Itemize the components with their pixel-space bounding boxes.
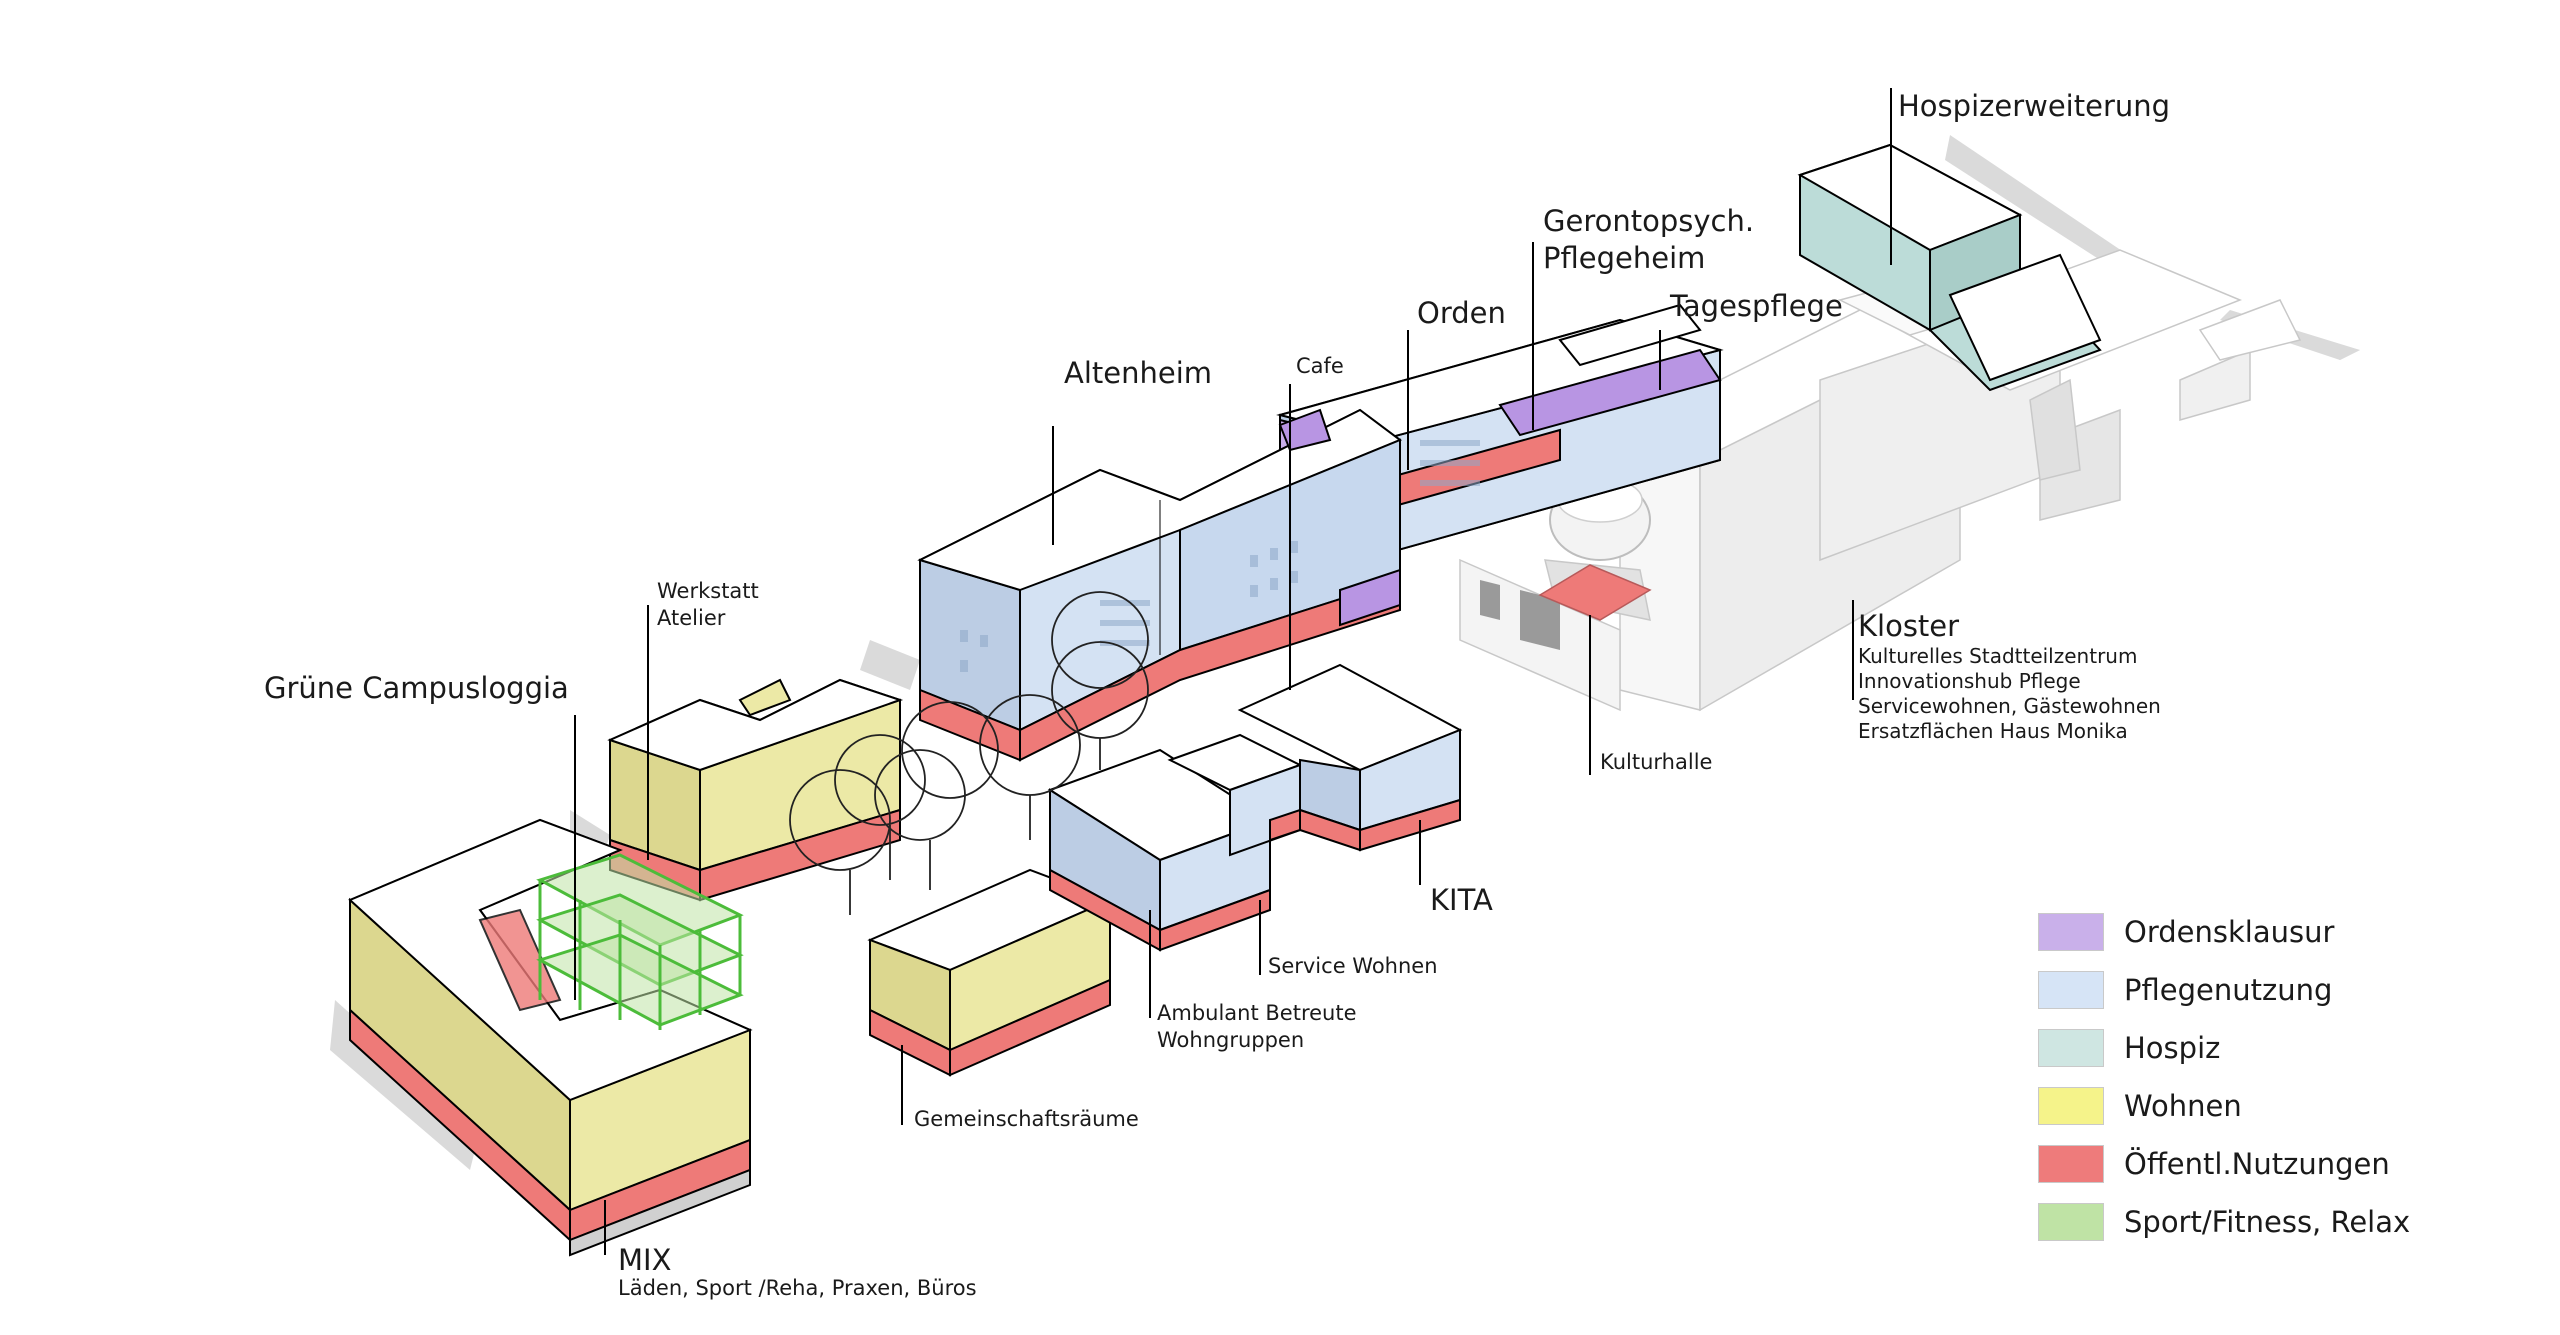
label-atelier: Atelier <box>657 606 726 630</box>
green-loggia <box>536 853 744 1030</box>
legend-item-pflegenutzung: Pflegenutzung <box>2038 971 2458 1011</box>
label-hospizerweiterung: Hospizerweiterung <box>1898 89 2171 123</box>
label-tagespflege: Tagespflege <box>1670 289 1843 323</box>
legend-label-wohnen: Wohnen <box>2124 1089 2242 1123</box>
leader-lines <box>574 88 1892 1255</box>
legend-label-ordensklausur: Ordensklausur <box>2124 915 2335 949</box>
window-grid <box>960 440 1480 672</box>
hospiz-building <box>1797 143 2102 392</box>
legend-swatch-ordensklausur <box>2038 913 2104 951</box>
werkstatt-building <box>607 678 904 902</box>
label-gerontopsych: Gerontopsych. <box>1543 204 1755 238</box>
label-ambulant-betreute: Ambulant Betreute <box>1157 1001 1357 1025</box>
legend-item-sport-fitness: Sport/Fitness, Relax <box>2038 1203 2458 1243</box>
label-kloster-sub-2: Innovationshub Pflege <box>1858 669 2081 694</box>
label-mix: MIX <box>618 1243 672 1277</box>
legend-swatch-sport-fitness <box>2038 1203 2104 1241</box>
label-altenheim: Altenheim <box>1064 356 1213 390</box>
label-kloster-sub-4: Ersatzflächen Haus Monika <box>1858 719 2128 744</box>
legend-swatch-hospiz <box>2038 1029 2104 1067</box>
label-kita: KITA <box>1430 883 1493 917</box>
trees <box>789 591 1149 915</box>
kulturhalle-roof <box>1538 564 1652 621</box>
legend-item-wohnen: Wohnen <box>2038 1087 2458 1127</box>
mix-building <box>348 818 753 1257</box>
legend-label-sport-fitness: Sport/Fitness, Relax <box>2124 1205 2411 1239</box>
label-kloster: Kloster <box>1858 609 1960 643</box>
legend-label-oeffentl-nutzungen: Öffentl.Nutzungen <box>2124 1147 2390 1181</box>
legend-swatch-wohnen <box>2038 1087 2104 1125</box>
label-mix-sub: Läden, Sport /Reha, Praxen, Büros <box>618 1276 977 1300</box>
label-gruene-campusloggia: Grüne Campusloggia <box>264 671 569 705</box>
legend-item-oeffentl-nutzungen: Öffentl.Nutzungen <box>2038 1145 2458 1185</box>
label-pflegeheim: Pflegeheim <box>1543 241 1706 275</box>
kloster-label-block: Kloster Kulturelles Stadtteilzentrum Inn… <box>1858 608 2161 744</box>
label-kloster-sub-3: Servicewohnen, Gästewohnen <box>1858 694 2161 719</box>
legend-item-ordensklausur: Ordensklausur <box>2038 913 2458 953</box>
label-wohngruppen: Wohngruppen <box>1157 1028 1305 1052</box>
legend-swatch-oeffentl-nutzungen <box>2038 1145 2104 1183</box>
legend-swatch-pflegenutzung <box>2038 971 2104 1009</box>
label-kulturhalle: Kulturhalle <box>1600 750 1713 774</box>
label-kloster-sub-1: Kulturelles Stadtteilzentrum <box>1858 644 2138 669</box>
legend-label-pflegenutzung: Pflegenutzung <box>2124 973 2333 1007</box>
label-werkstatt: Werkstatt <box>657 579 759 603</box>
label-orden: Orden <box>1417 296 1506 330</box>
kita-building <box>1237 663 1463 852</box>
label-service-wohnen: Service Wohnen <box>1268 954 1438 978</box>
label-gemeinschaftsraeume: Gemeinschaftsräume <box>914 1107 1139 1131</box>
legend-label-hospiz: Hospiz <box>2124 1031 2221 1065</box>
gemeinschaft-building <box>867 868 1113 1077</box>
label-cafe: Cafe <box>1296 354 1344 378</box>
legend-item-hospiz: Hospiz <box>2038 1029 2458 1069</box>
